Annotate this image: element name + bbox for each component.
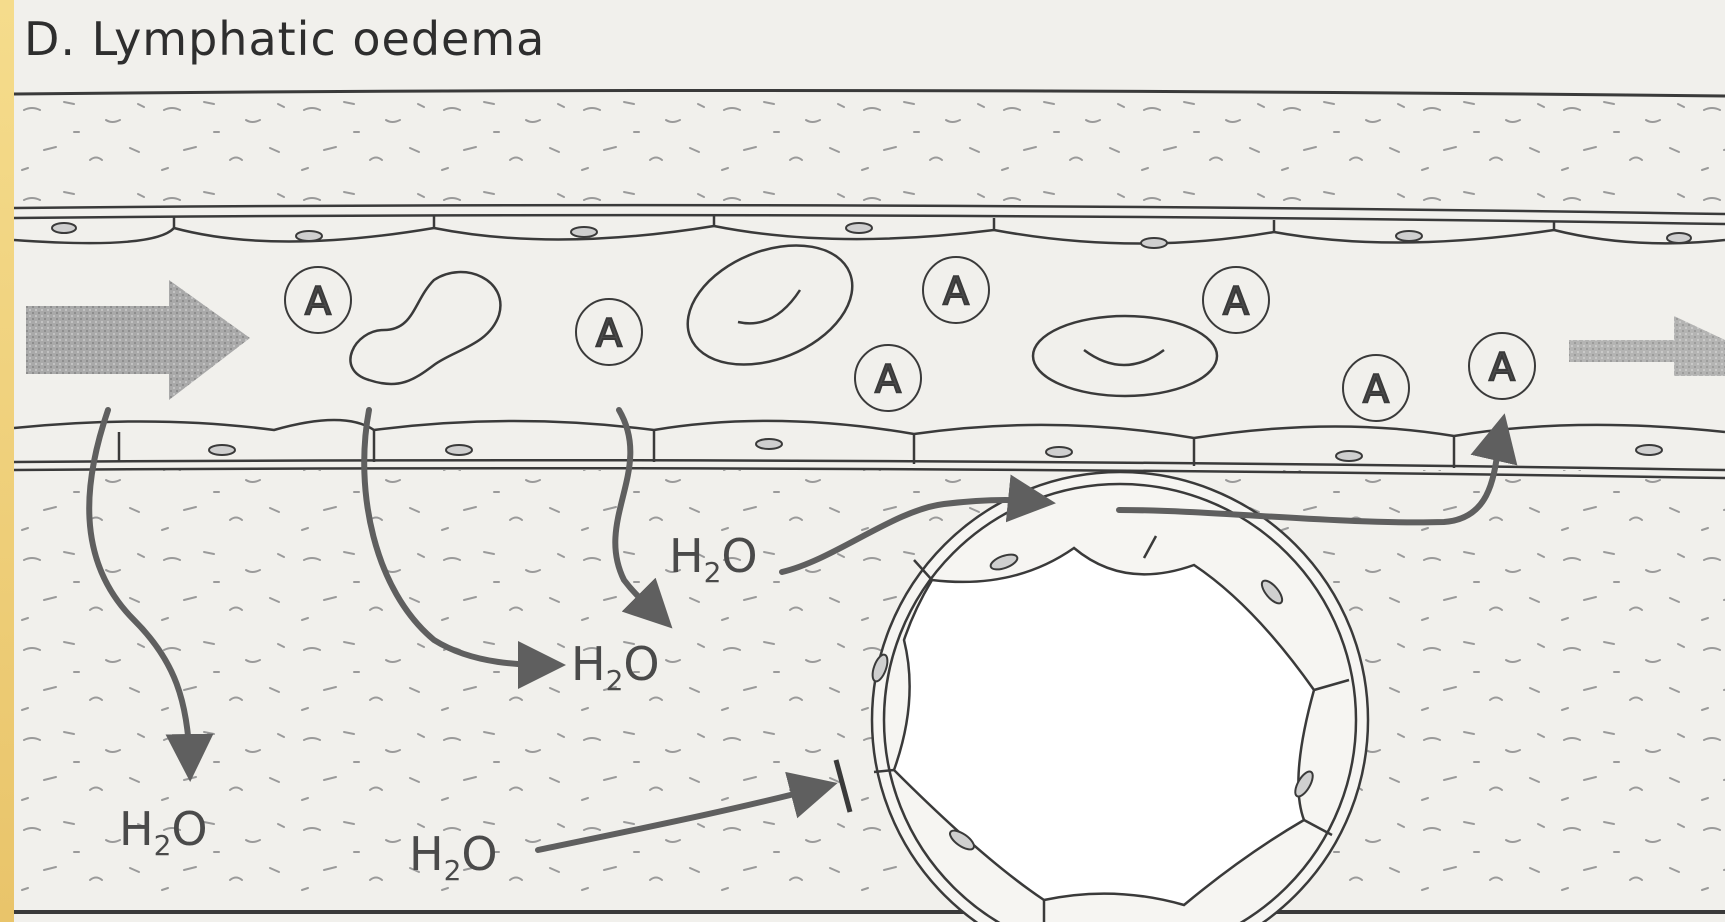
protein-a: A	[1343, 355, 1409, 421]
flow-out-arrow	[1569, 316, 1725, 376]
red-cell-2	[1033, 316, 1217, 396]
tissue-upper	[14, 92, 1725, 207]
svg-text:A: A	[596, 311, 622, 355]
protein-a: A	[923, 257, 989, 323]
blood-cells	[350, 223, 1217, 396]
svg-text:A: A	[943, 269, 969, 313]
lower-vessel-wall	[14, 420, 1725, 478]
flow-in-arrow	[26, 280, 250, 400]
upper-wall-nuclei	[52, 223, 1691, 248]
protein-a: A	[576, 299, 642, 365]
svg-text:A: A	[875, 357, 901, 401]
svg-text:A: A	[1489, 345, 1515, 389]
white-cell	[350, 272, 500, 384]
protein-a: A	[285, 267, 351, 333]
protein-particles: A A A A A A A	[285, 257, 1535, 421]
red-cell-1	[670, 223, 870, 388]
lower-wall-nuclei	[209, 439, 1662, 461]
diagram-panel: D. Lymphatic oedema	[14, 0, 1725, 922]
lymphatic-oedema-illustration: A A A A A A A	[14, 0, 1725, 922]
frame-edge	[0, 0, 14, 922]
protein-a: A	[855, 345, 921, 411]
svg-text:A: A	[1363, 367, 1389, 411]
svg-text:A: A	[305, 279, 331, 323]
protein-a: A	[1469, 333, 1535, 399]
protein-a: A	[1203, 267, 1269, 333]
svg-text:A: A	[1223, 279, 1249, 323]
